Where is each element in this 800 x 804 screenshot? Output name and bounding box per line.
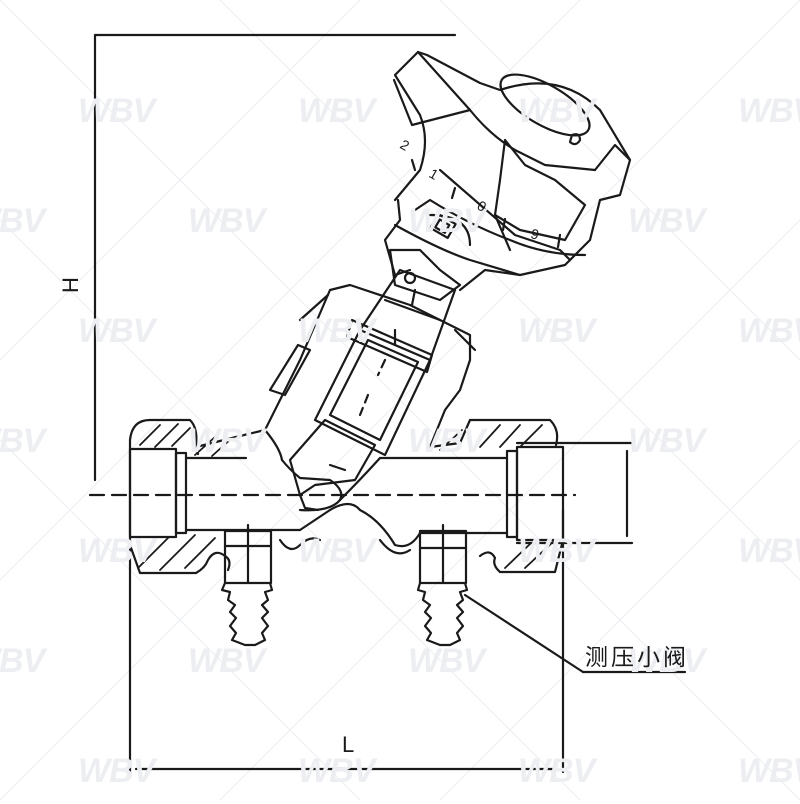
dimension-label-h: H: [57, 277, 83, 293]
handwheel: [383, 50, 632, 302]
callout-label-test-valve: 测压小阀: [585, 645, 689, 671]
dimension-pipe: [515, 441, 634, 545]
callout-leader: [463, 593, 687, 674]
dimension-label-l: L: [342, 732, 355, 757]
bonnet-assembly: [263, 268, 477, 512]
test-valve-right: [416, 523, 469, 647]
test-valve-left: [220, 523, 274, 647]
valve-body: [128, 418, 565, 575]
dimension-h: [93, 33, 457, 482]
dimension-l: [128, 508, 565, 779]
